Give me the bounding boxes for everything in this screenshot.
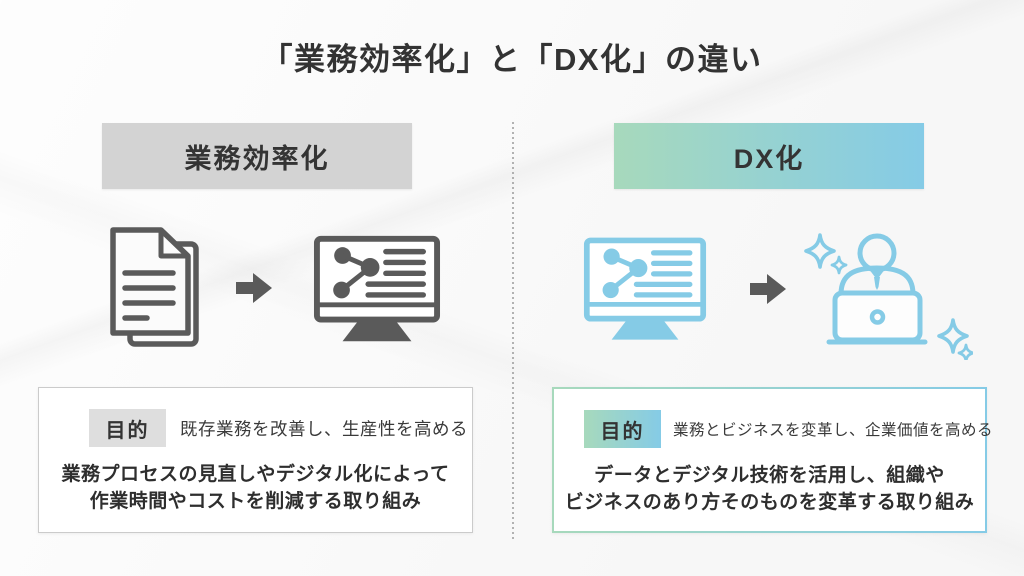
right-description-line2: ビジネスのあり方そのものを変革する取り組み	[564, 491, 975, 513]
monitor-share-icon	[583, 237, 707, 340]
page-title: 「業務効率化」と「DX化」の違い	[261, 42, 763, 77]
documents-icon	[110, 227, 199, 347]
sparkle-icon	[937, 318, 969, 354]
right-purpose-row: 目的 業務とビジネスを変革し、企業価値を高める	[554, 410, 993, 448]
right-column-header: DX化	[614, 123, 924, 189]
right-purpose-text: 業務とビジネスを変革し、企業価値を高める	[673, 422, 994, 439]
right-description: データとデジタル技術を活用し、組織や ビジネスのあり方そのものを変革する取り組み	[554, 463, 985, 516]
left-description-line2: 作業時間やコストを削減する取り組み	[89, 490, 422, 512]
left-description-line1: 業務プロセスの見直しやデジタル化によって	[61, 464, 450, 485]
left-purpose-row: 目的 既存業務を改善し、生産性を高める	[39, 409, 472, 447]
sparkle-icon	[804, 233, 836, 269]
monitor-share-icon	[313, 235, 441, 342]
right-purpose-badge: 目的	[584, 410, 661, 448]
left-header-label: 業務効率化	[184, 143, 330, 174]
right-header-label: DX化	[733, 143, 805, 174]
sparkle-icon	[957, 343, 973, 360]
left-info-box: 目的 既存業務を改善し、生産性を高める 業務プロセスの見直しやデジタル化によって…	[38, 387, 473, 533]
right-description-line1: データとデジタル技術を活用し、組織や	[594, 465, 945, 486]
right-info-box: 目的 業務とビジネスを変革し、企業価値を高める データとデジタル技術を活用し、組…	[552, 387, 993, 533]
column-divider	[512, 122, 514, 542]
left-description: 業務プロセスの見直しやデジタル化によって 作業時間やコストを削減する取り組み	[39, 462, 472, 515]
arrow-right-icon	[236, 273, 272, 303]
left-purpose-text: 既存業務を改善し、生産性を高める	[180, 418, 468, 439]
arrow-right-icon	[750, 274, 786, 304]
left-column-header: 業務効率化	[102, 123, 412, 189]
left-purpose-badge: 目的	[89, 409, 166, 447]
sparkle-icon	[830, 255, 848, 275]
person-laptop-icon	[804, 233, 973, 360]
